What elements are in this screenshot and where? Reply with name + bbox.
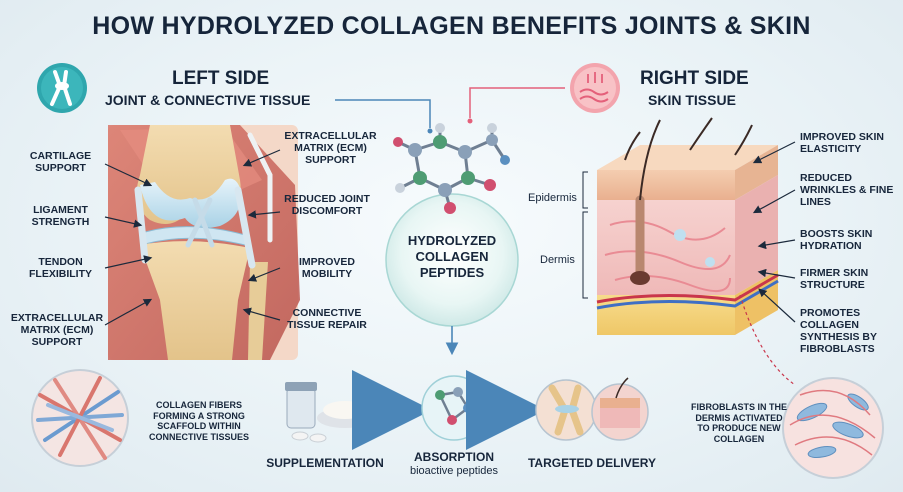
fibroblast-caption: FIBROBLASTS IN THE DERMIS ACTIVATED TO P…: [691, 402, 787, 444]
molecule-label: HYDROLYZED COLLAGEN PEPTIDES: [407, 233, 497, 280]
skin-cross-section: [596, 117, 779, 335]
right-side-subtitle: SKIN TISSUE: [648, 92, 736, 108]
label-connective-tissue-repair: CONNECTIVE TISSUE REPAIR: [287, 307, 367, 331]
label-skin-hydration: BOOSTS SKIN HYDRATION: [800, 228, 873, 252]
step-targeted-delivery: TARGETED DELIVERY: [527, 456, 656, 470]
label-improved-mobility: IMPROVED MOBILITY: [298, 256, 355, 280]
knee-illustration: [108, 125, 300, 360]
label-ligament-strength: LIGAMENT STRENGTH: [31, 204, 90, 228]
layer-dermis: Dermis: [540, 254, 575, 266]
supplement-image: [285, 382, 373, 443]
right-side-title: RIGHT SIDE: [640, 68, 749, 89]
knee-joint-icon: [37, 63, 87, 113]
step-absorption-subtitle: bioactive peptides: [409, 465, 499, 477]
label-reduced-wrinkles: REDUCED WRINKLES & FINE LINES: [800, 172, 894, 208]
collagen-fibers-image: [31, 369, 129, 467]
label-skin-elasticity: IMPROVED SKIN ELASTICITY: [800, 131, 885, 155]
left-side-title: LEFT SIDE: [172, 68, 270, 89]
label-ecm-support-top: EXTRACELLULAR MATRIX (ECM) SUPPORT: [284, 130, 377, 166]
collagen-molecule: [385, 123, 519, 327]
label-ecm-support-bottom: EXTRACELLULAR MATRIX (ECM) SUPPORT: [10, 312, 104, 348]
layer-epidermis: Epidermis: [528, 192, 577, 204]
collagen-fibers-caption: COLLAGEN FIBERS FORMING A STRONG SCAFFOL…: [148, 400, 249, 442]
absorption-image: [421, 375, 487, 441]
left-side-subtitle: JOINT & CONNECTIVE TISSUE: [105, 92, 311, 108]
label-cartilage-support: CARTILAGE SUPPORT: [29, 150, 92, 174]
fibroblast-image: [782, 377, 884, 479]
skin-layers-icon: [570, 63, 620, 113]
step-absorption: ABSORPTION: [413, 450, 494, 464]
page-title: HOW HYDROLYZED COLLAGEN BENEFITS JOINTS …: [92, 12, 811, 40]
label-tendon-flexibility: TENDON FLEXIBILITY: [29, 256, 92, 280]
label-reduced-joint-discomfort: REDUCED JOINT DISCOMFORT: [284, 193, 370, 217]
step-supplementation: SUPPLEMENTATION: [266, 456, 384, 470]
targeted-delivery-image: [535, 377, 649, 441]
label-collagen-synthesis: PROMOTES COLLAGEN SYNTHESIS BY FIBROBLAS…: [800, 307, 877, 355]
label-firmer-structure: FIRMER SKIN STRUCTURE: [800, 267, 869, 291]
